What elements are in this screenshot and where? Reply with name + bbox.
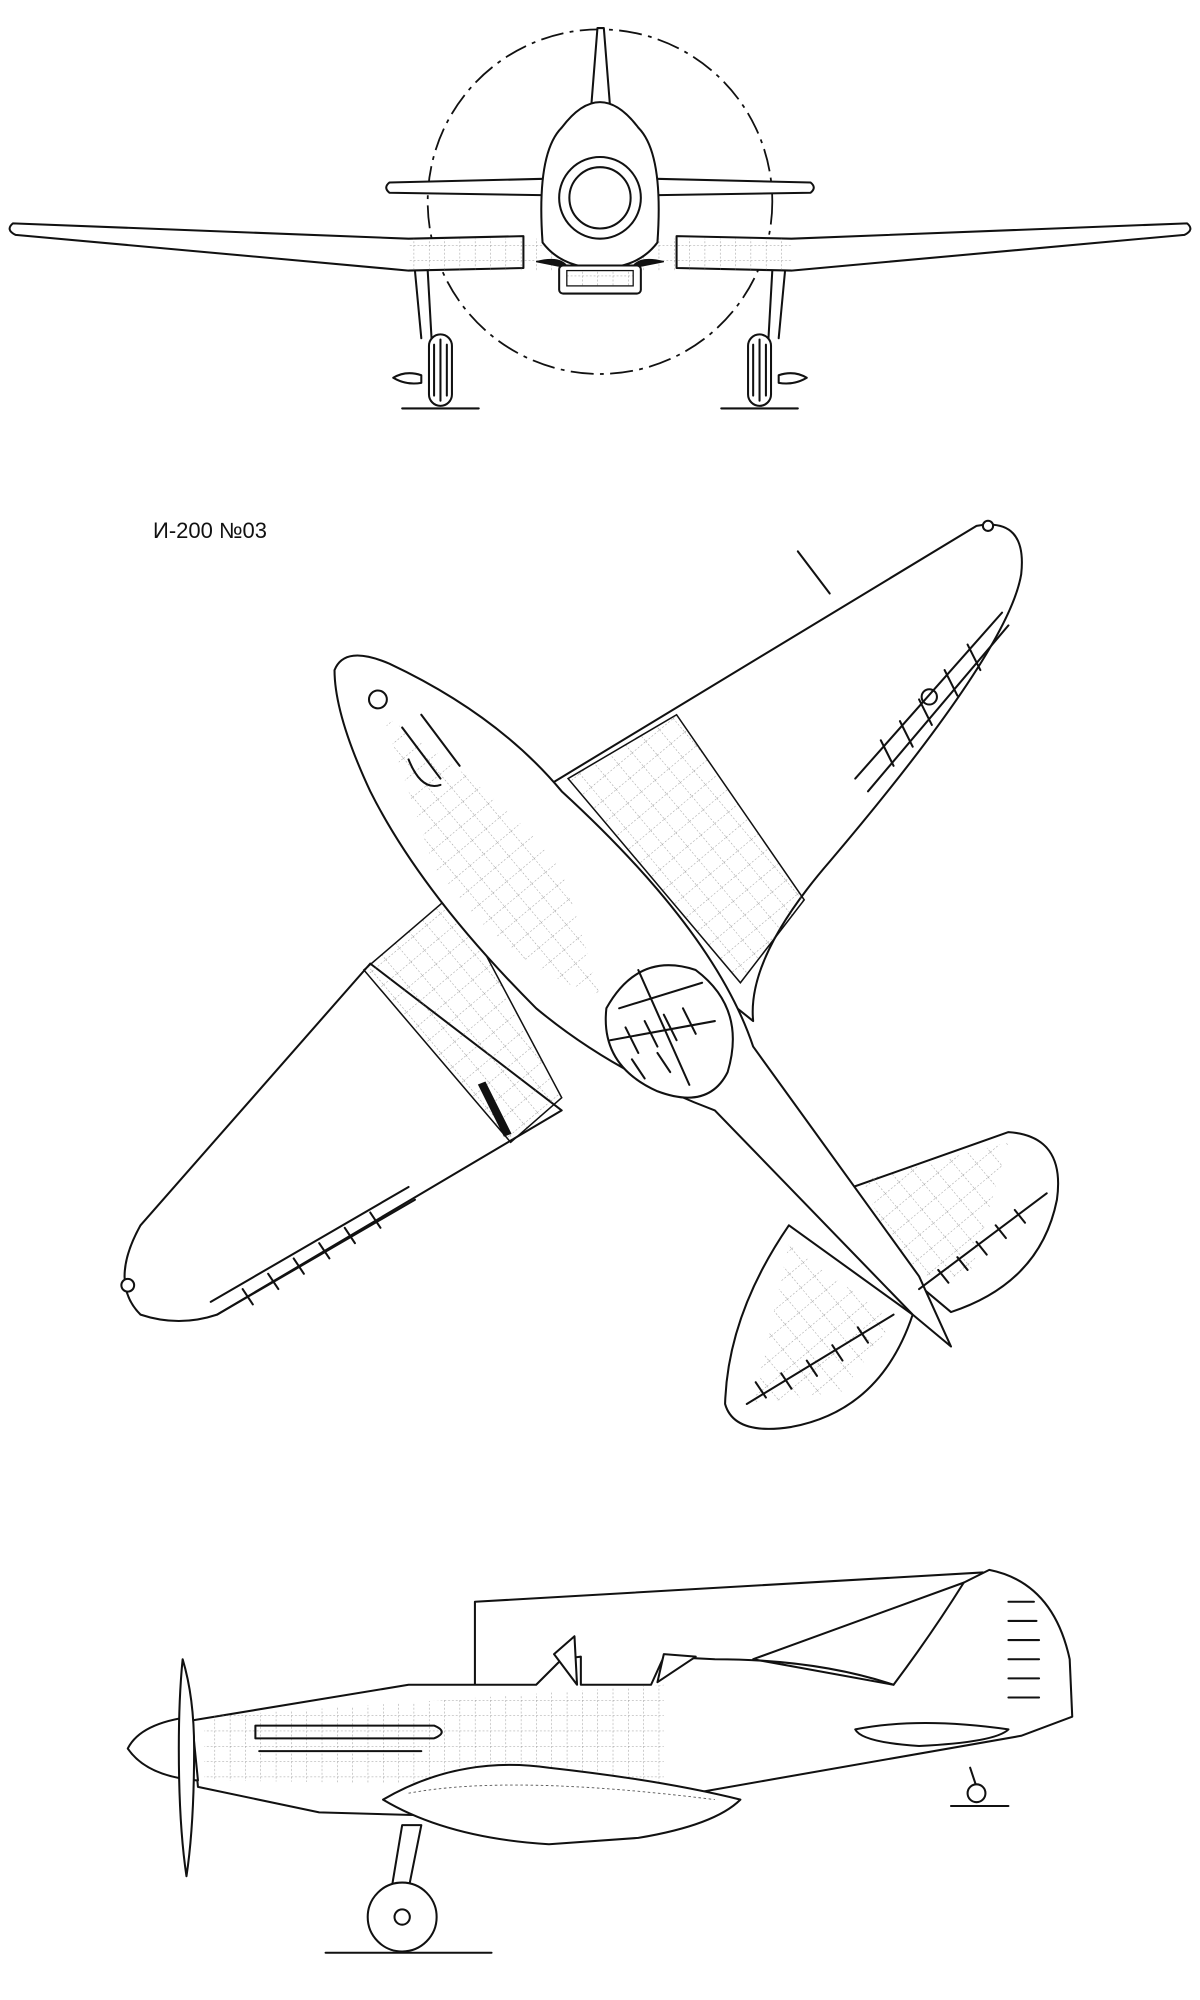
main-gear [324, 1824, 493, 1954]
canopy [604, 964, 734, 1099]
canopy [553, 1635, 697, 1686]
top-view [120, 519, 1060, 1430]
tail-wheel [949, 1766, 1010, 1808]
rudder [752, 1581, 1041, 1699]
side-view [126, 1568, 1074, 1954]
front-view [8, 27, 1192, 410]
aircraft-title: И-200 №03 [153, 518, 268, 543]
gun-trough [254, 1724, 443, 1753]
right-gear [720, 269, 808, 410]
gun-troughs [401, 713, 461, 787]
tailplane [854, 1722, 1010, 1748]
left-gear [392, 269, 480, 410]
antenna [473, 1571, 984, 1699]
left-aileron [209, 1185, 416, 1316]
left-elevator [745, 1313, 895, 1405]
pitot-tube [796, 550, 831, 595]
tailplane [385, 177, 815, 197]
right-elevator [918, 1192, 1048, 1291]
wing-root-radiator [382, 1763, 742, 1846]
right-aileron [854, 611, 1010, 793]
propeller [177, 1658, 196, 1878]
fin [590, 27, 612, 110]
